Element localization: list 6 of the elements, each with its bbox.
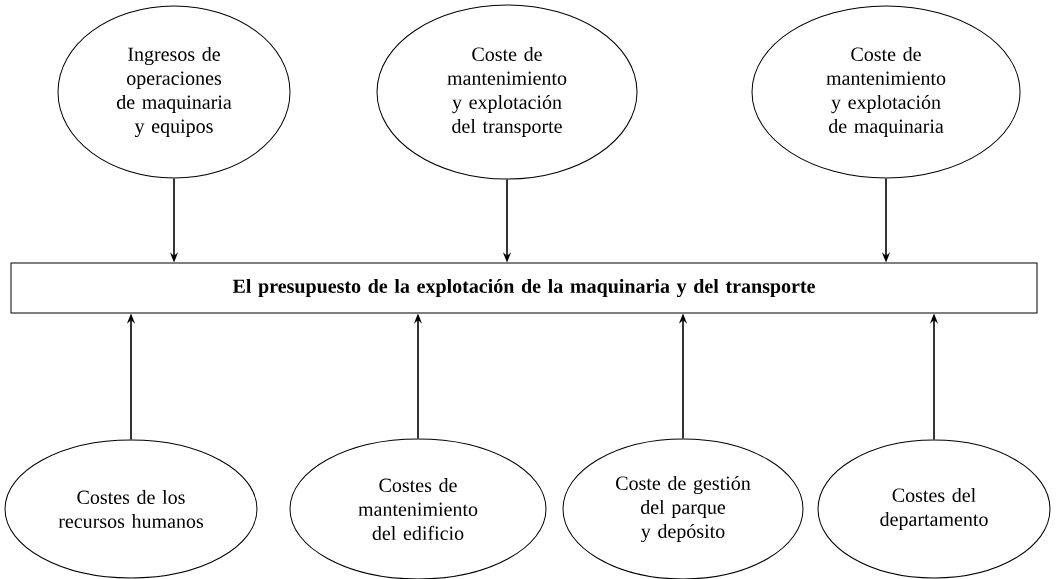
ellipse-node: Coste de mantenimiento y explotación del transporte — [376, 4, 638, 180]
title-box: El presupuesto de la explotación de la maquinaria y del transporte — [10, 262, 1038, 314]
ellipse-node: Ingresos de operaciones de maquinaria y equipos — [57, 5, 291, 179]
ellipse-node: Costes de los recursos humanos — [4, 439, 258, 579]
ellipse-node: Coste de mantenimiento y explotación de maquinaria — [751, 5, 1021, 179]
ellipse-node: Costes del departamento — [817, 439, 1051, 579]
